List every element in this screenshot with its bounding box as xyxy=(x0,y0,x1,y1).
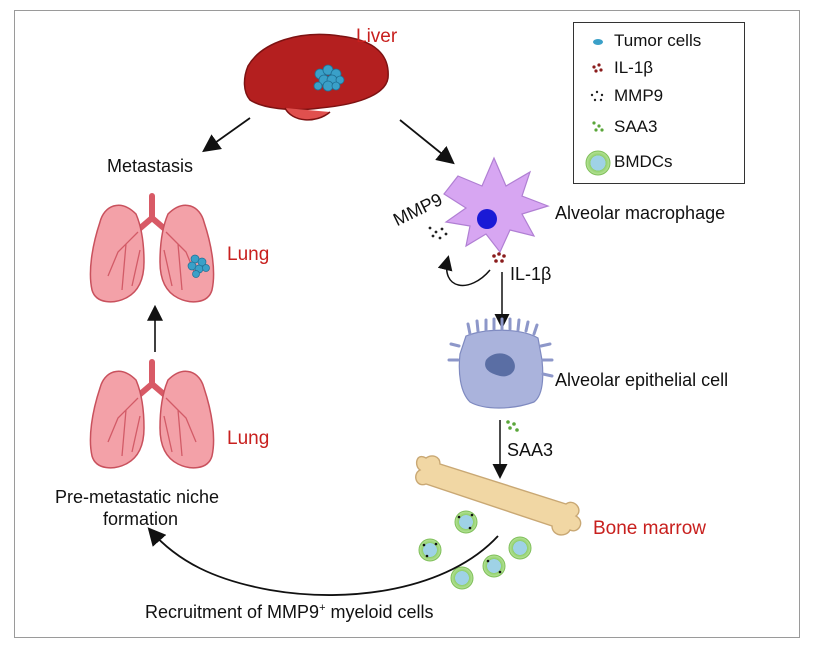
arrow-recruitment xyxy=(147,527,499,596)
arrow-liver-to-metastasis xyxy=(202,117,251,153)
lung-tumor-cluster xyxy=(187,254,210,278)
saa3-dots xyxy=(506,420,519,432)
lung-top xyxy=(89,193,215,303)
recruitment-label: Recruitment of MMP9+ myeloid cells xyxy=(145,602,434,623)
recruitment-label-main: Recruitment of MMP9 xyxy=(145,602,320,622)
lung-bottom xyxy=(89,359,215,469)
il1b-dots-icon xyxy=(592,63,603,73)
mmp9-dots xyxy=(428,226,448,240)
lung-top-label: Lung xyxy=(227,244,270,265)
il1b-dots xyxy=(492,252,506,263)
legend-icons xyxy=(585,39,611,176)
alveolar-epithelial-label: Alveolar epithelial cell xyxy=(555,370,729,390)
liver-tumor-cluster xyxy=(313,64,345,92)
liver-label: Liver xyxy=(356,26,398,47)
liver-organ xyxy=(243,33,389,121)
legend-item-mmp9: MMP9 xyxy=(614,86,664,105)
pre-metastatic-label-line1: Pre-metastatic niche xyxy=(55,487,220,507)
saa3-dots-icon xyxy=(592,121,604,132)
tumor-cell-icon xyxy=(593,39,603,45)
bone xyxy=(415,455,582,536)
legend-item-il1b: IL-1β xyxy=(614,58,654,77)
mmp9-dots-icon xyxy=(590,90,604,102)
macrophage-nucleus xyxy=(477,209,497,229)
bone-marrow-label: Bone marrow xyxy=(593,518,706,539)
legend-item-saa3: SAA3 xyxy=(614,117,658,136)
bmdc-cell-icon xyxy=(585,150,611,176)
alveolar-macrophage xyxy=(443,156,550,254)
il1b-label: IL-1β xyxy=(510,264,552,284)
saa3-label: SAA3 xyxy=(507,440,554,460)
lung-bottom-label: Lung xyxy=(227,428,270,449)
alveolar-macrophage-label: Alveolar macrophage xyxy=(555,203,726,223)
legend-item-bmdcs: BMDCs xyxy=(614,152,673,171)
pre-metastatic-label-line2: formation xyxy=(103,509,179,529)
metastasis-label: Metastasis xyxy=(107,156,194,176)
recruitment-label-tail: myeloid cells xyxy=(325,602,434,622)
legend-box: Tumor cells IL-1β MMP9 SAA3 BMDCs xyxy=(573,22,745,184)
arrow-liver-to-macrophage xyxy=(399,119,455,165)
alveolar-epithelial-cell xyxy=(447,317,554,409)
legend-item-tumor-cells: Tumor cells xyxy=(614,31,702,50)
recruitment-label-sup: + xyxy=(319,602,326,614)
arrow-il1b-to-mmp9 xyxy=(437,255,491,287)
epithelial-nucleus xyxy=(485,353,515,377)
bmdc-cells xyxy=(418,510,532,590)
